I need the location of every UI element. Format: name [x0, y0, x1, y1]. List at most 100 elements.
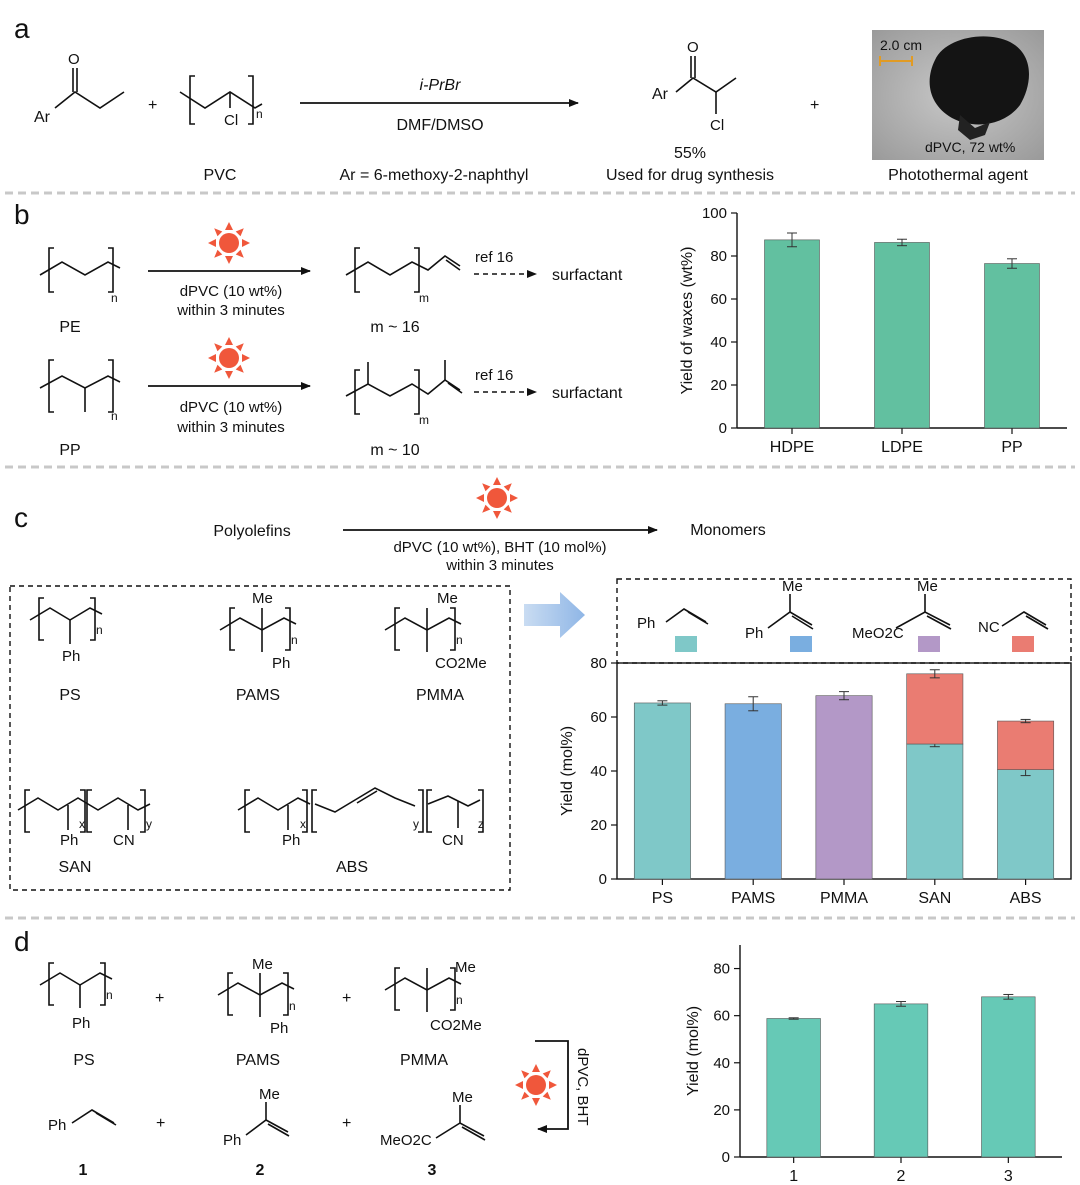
polymer-box [9, 585, 511, 891]
c-left: Polyolefins [213, 523, 290, 540]
photo-dpvc: 2.0 cm dPVC, 72 wt% [872, 30, 1044, 160]
photo-label: Photothermal agent [888, 167, 1028, 184]
panel-c: c Polyolefins Monomers dPVC (10 wt%), BH… [9, 477, 1072, 907]
panel-letter-c: c [14, 502, 28, 533]
y-tick-label: 20 [713, 1102, 730, 1119]
bar [764, 239, 820, 429]
abs-label: ABS [336, 859, 368, 876]
x-tick-label: HDPE [770, 439, 814, 456]
d-pams-ph: Ph [270, 1020, 288, 1037]
c-cond1: dPVC (10 wt%), BHT (10 mol%) [393, 539, 606, 556]
pvc-label: PVC [204, 167, 237, 184]
panel-letter-b: b [14, 199, 30, 230]
pp-m: m ~ 10 [370, 442, 419, 459]
pp-wax-m: m [419, 413, 429, 427]
pvc-n: n [256, 107, 263, 121]
san-cn: CN [113, 832, 135, 849]
product-o: O [687, 39, 699, 56]
d-3-me: Me [452, 1089, 473, 1106]
y-axis-label: Yield (mol%) [559, 726, 576, 816]
y-tick-label: 60 [590, 709, 607, 726]
photo-black-residue [929, 36, 1030, 125]
an-nc: NC [978, 619, 1000, 636]
ams-me: Me [782, 578, 803, 595]
product-structure [675, 56, 737, 114]
san-y: y [146, 817, 152, 831]
san-ph: Ph [60, 832, 78, 849]
pvc-cl: Cl [224, 112, 238, 129]
d-plus-4: + [342, 1115, 351, 1132]
panel-b: b n PE dPVC (10 wt%) within 3 minutes m … [14, 199, 1067, 459]
x-tick-label: LDPE [881, 439, 923, 456]
d-pmma-n: n [456, 993, 463, 1007]
ps-n: n [96, 623, 103, 637]
abs-y: y [413, 817, 419, 831]
d-pmma-me: Me [455, 959, 476, 976]
ps-ph: Ph [62, 648, 80, 665]
product-use: Used for drug synthesis [606, 167, 774, 184]
d-compound-3: 3 [428, 1162, 437, 1179]
panel-letter-d: d [14, 926, 30, 957]
x-tick-label: SAN [918, 890, 951, 907]
ps-chain [29, 607, 103, 621]
pp-cond2: within 3 minutes [176, 419, 285, 436]
bar [873, 1003, 929, 1158]
abs-x: x [300, 817, 306, 831]
arrow-d [535, 1040, 569, 1133]
reagent-top: i-PrBr [420, 77, 462, 94]
reagent-bottom: DMF/DMSO [396, 117, 483, 134]
bar [906, 673, 964, 745]
pp-surfactant: surfactant [552, 385, 623, 402]
legend-swatch-ams [790, 636, 812, 652]
x-tick-label: PAMS [731, 890, 775, 907]
y-tick-label: 0 [719, 420, 727, 437]
bar [633, 702, 691, 880]
pe-n: n [111, 291, 118, 305]
pp-wax-structure [345, 360, 463, 415]
d-compound-2: 2 [256, 1162, 265, 1179]
panel-letter-a: a [14, 13, 30, 44]
pe-surfactant: surfactant [552, 267, 623, 284]
pmma-co2me: CO2Me [435, 655, 487, 672]
y-tick-label: 40 [710, 334, 727, 351]
ps-label: PS [59, 687, 80, 704]
styrene-ph: Ph [637, 615, 655, 632]
pp-n: n [111, 409, 118, 423]
y-tick-label: 60 [710, 291, 727, 308]
y-tick-label: 80 [710, 248, 727, 265]
pmma-label: PMMA [416, 687, 464, 704]
d-2-me: Me [259, 1086, 280, 1103]
photo-flake [958, 115, 990, 140]
d-pmma-co2me: CO2Me [430, 1017, 482, 1034]
pe-cond2: within 3 minutes [176, 302, 285, 319]
y-tick-label: 40 [713, 1055, 730, 1072]
c-right: Monomers [690, 522, 766, 539]
pp-ref: ref 16 [475, 367, 513, 384]
abs-z: z [478, 817, 484, 831]
y-tick-label: 80 [713, 961, 730, 978]
bar [766, 1018, 821, 1158]
y-tick-label: 0 [722, 1149, 730, 1166]
d-pmma-label: PMMA [400, 1052, 448, 1069]
pe-label: PE [59, 319, 80, 336]
d-pams-n: n [289, 999, 296, 1013]
bar [997, 769, 1055, 880]
bar [874, 242, 930, 429]
bar [984, 263, 1040, 429]
pams-ph: Ph [272, 655, 290, 672]
d-pams-me: Me [252, 956, 273, 973]
d-ps-n: n [106, 988, 113, 1002]
pe-ref: ref 16 [475, 249, 513, 266]
ketone-structure [54, 68, 125, 109]
pvc-structure [179, 75, 263, 125]
d-ps-label: PS [73, 1052, 94, 1069]
plus-a1: + [148, 97, 157, 114]
abs-cn: CN [442, 832, 464, 849]
y-tick-label: 40 [590, 763, 607, 780]
ketone-o: O [68, 51, 80, 68]
ams-ph: Ph [745, 625, 763, 642]
y-tick-label: 0 [599, 871, 607, 888]
